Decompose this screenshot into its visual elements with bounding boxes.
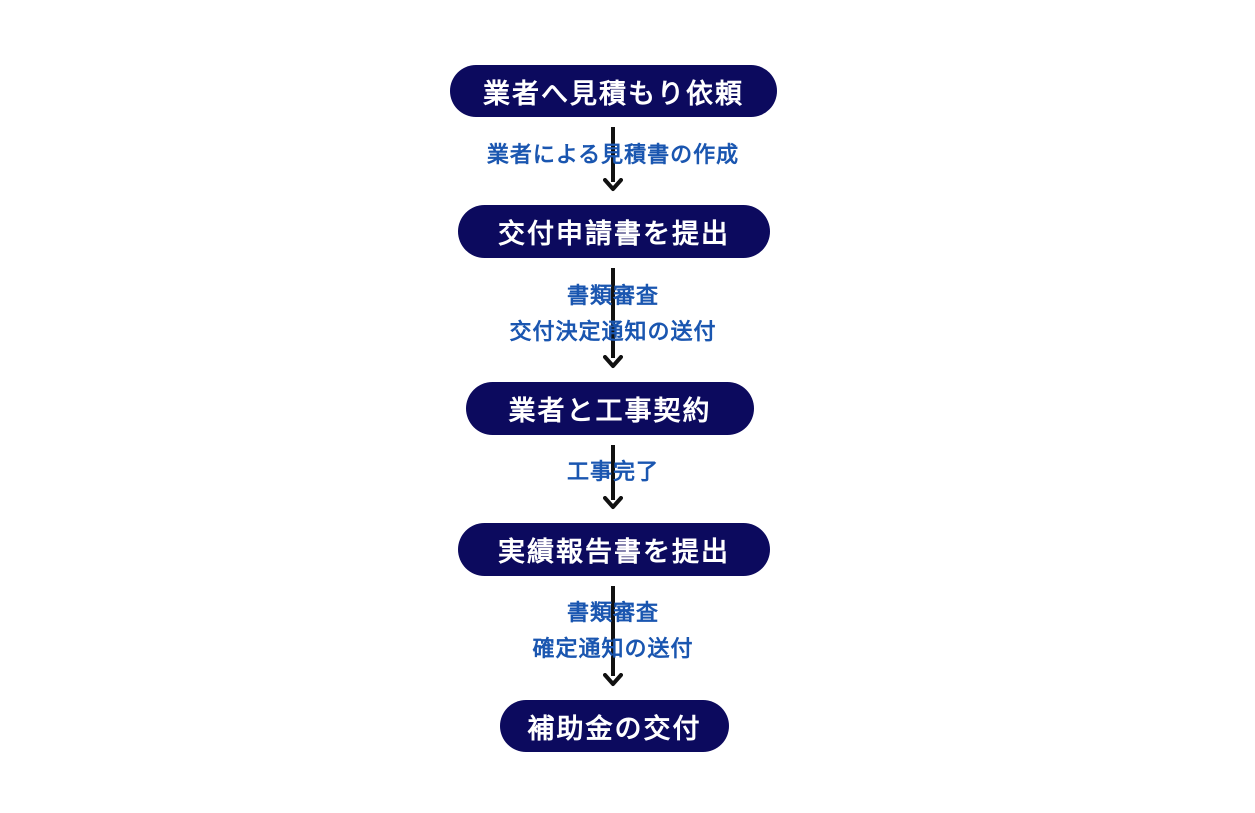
step-submit-report: 実績報告書を提出 [458,523,770,576]
connector-line [611,127,615,182]
transition-text: 交付決定通知の送付 [509,320,717,345]
step-label: 業者と工事契約 [508,396,712,427]
arrow-down-icon [603,496,623,509]
transition-text: 書類審査 [566,601,659,626]
transition-label: 業者による見積書の作成 [413,138,813,174]
transition-text: 工事完了 [566,460,659,485]
transition-text: 確定通知の送付 [532,637,694,662]
step-label: 補助金の交付 [527,713,702,745]
arrow-down-icon [603,178,623,191]
step-label: 実績報告書を提出 [498,537,730,568]
step-label: 業者へ見積もり依頼 [483,78,744,110]
step-submit-application: 交付申請書を提出 [458,205,770,258]
connector-line [611,445,615,500]
connector-line [611,586,615,676]
step-subsidy-grant: 補助金の交付 [500,700,729,752]
step-contract: 業者と工事契約 [466,382,754,435]
step-label: 交付申請書を提出 [498,219,730,250]
transition-label: 書類審査 交付決定通知の送付 [413,279,813,351]
transition-label: 工事完了 [413,455,813,491]
arrow-down-icon [603,673,623,686]
transition-label: 書類審査 確定通知の送付 [413,596,813,668]
transition-text: 書類審査 [566,284,659,309]
step-request-estimate: 業者へ見積もり依頼 [450,65,777,117]
transition-text: 業者による見積書の作成 [486,143,740,168]
arrow-down-icon [603,355,623,368]
connector-line [611,268,615,358]
